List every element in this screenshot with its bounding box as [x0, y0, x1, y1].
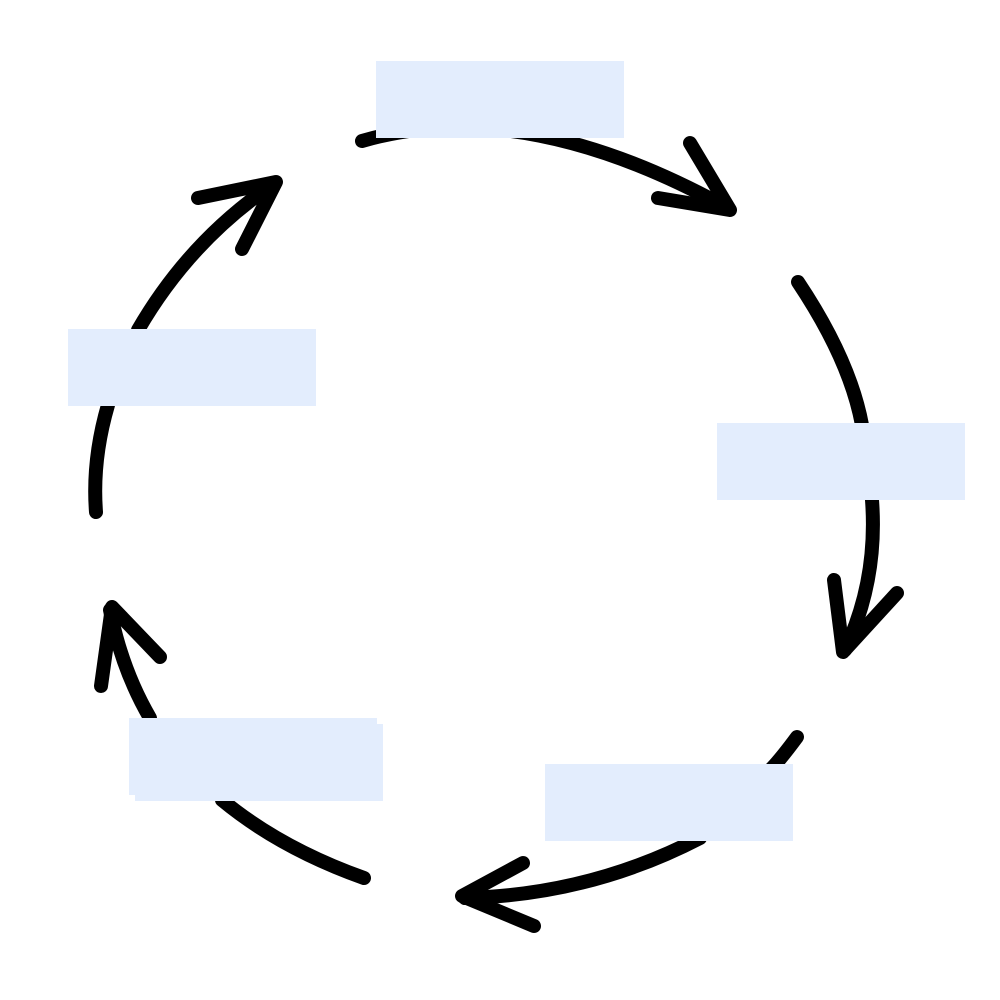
arrowhead-right-lower — [827, 573, 904, 659]
node-box-bottom — [545, 764, 793, 841]
arrow-left-to-top — [131, 176, 282, 337]
arrow-upper-right-segment — [791, 275, 869, 432]
node-box-bottom-left — [129, 718, 377, 795]
arrowhead-left-lower — [94, 600, 167, 693]
arrow-bottom-left-segment — [215, 793, 371, 885]
arrowhead-top-left — [191, 175, 283, 256]
arrow-left-segment — [88, 398, 115, 519]
arrow-bottom-to-left — [458, 831, 707, 905]
arrowhead-top-right — [651, 136, 737, 217]
arrowhead-bottom — [455, 856, 541, 933]
node-box-right — [717, 423, 965, 500]
node-box-top — [376, 61, 624, 138]
node-box-left — [68, 329, 316, 406]
